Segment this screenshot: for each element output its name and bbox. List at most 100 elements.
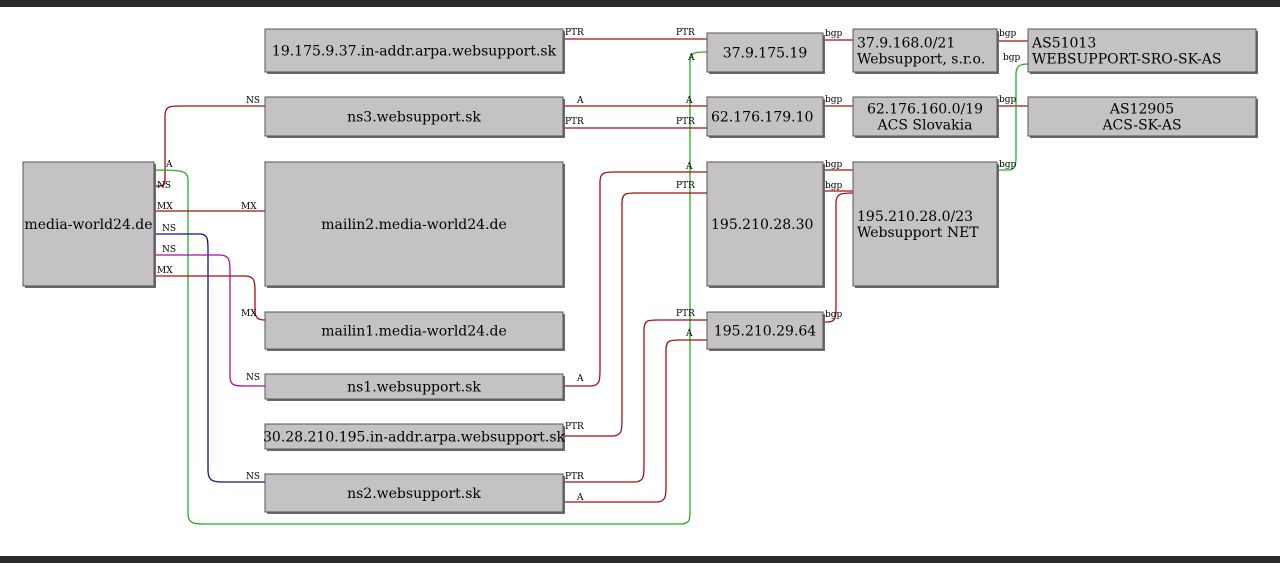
edge-line [823,192,854,323]
node-label: mailin1.media-world24.de [321,324,507,340]
edge-media_world24-ns1-ns [155,254,265,387]
edge-label-a: A [576,374,584,384]
edge-label-ns: NS [246,96,260,106]
node-ns3[interactable]: ns3.websupport.sk [264,96,565,138]
edge-label-a: A [687,53,695,63]
edge-line [563,319,707,483]
node-box [264,161,564,287]
edge-line [563,339,707,503]
node-label: 30.28.210.195.in-addr.arpa.websupport.sk [263,430,566,446]
node-box [1027,28,1257,73]
edge-label-ptr: PTR [676,181,695,191]
node-box [264,311,564,350]
node-label: ns1.websupport.sk [347,380,481,396]
edges-layer [154,38,1029,525]
edge-line [155,275,266,321]
node-box [264,373,564,400]
edge-label-ptr: PTR [565,422,584,432]
node-box [706,311,824,350]
node-label: 37.9.175.19 [723,46,808,62]
edge-line [154,105,265,187]
node-mailin2[interactable]: mailin2.media-world24.de [264,161,565,288]
node-label: 195.210.29.64 [714,324,817,340]
node-label: ACS Slovakia [877,118,973,134]
edge-label-ptr: PTR [565,117,584,127]
node-ip-195-64[interactable]: 195.210.29.64 [706,311,825,351]
edge-label-bgp: bgp [999,29,1017,39]
node-media-world24[interactable]: media-world24.de [22,161,156,288]
edge-label-ptr: PTR [676,117,695,127]
edge-label-bgp: bgp [825,310,843,320]
node-ip-37[interactable]: 37.9.175.19 [706,32,825,74]
edge-label-mx: MX [157,266,173,276]
edge-media_world24-mailin1-mx [155,275,266,321]
node-ptr-30[interactable]: 30.28.210.195.in-addr.arpa.websupport.sk [263,423,566,451]
edge-ip_195_64-net_195-bgp [823,192,854,323]
node-label: Websupport, s.r.o. [857,52,985,68]
edge-label-bgp: bgp [825,95,843,105]
node-label: media-world24.de [24,217,152,233]
node-label: 19.175.9.37.in-addr.arpa.websupport.sk [272,44,557,60]
edge-line [997,63,1029,171]
node-label: AS12905 [1109,102,1174,118]
edge-line [155,254,265,387]
edge-label-bgp: bgp [999,95,1017,105]
node-mailin1[interactable]: mailin1.media-world24.de [264,311,565,351]
edge-label-ptr: PTR [565,28,584,38]
bottom-border [0,556,1280,563]
node-label: 195.210.28.30 [711,217,813,233]
edge-label-ns: NS [157,181,171,191]
edge-ptr_30-ip_195_30-ptr [563,192,707,437]
edge-label-mx: MX [241,202,257,212]
edge-line [563,171,707,387]
node-box [852,28,998,73]
node-ptr-19[interactable]: 19.175.9.37.in-addr.arpa.websupport.sk [264,28,565,74]
edge-media_world24-ns2-ns [155,233,265,483]
top-border [0,0,1280,7]
edge-line [154,51,708,525]
node-label: 62.176.179.10 [711,110,813,126]
edge-label-ns: NS [162,245,176,255]
node-label: 195.210.28.0/23 [857,209,973,225]
edge-label-a: A [685,329,693,339]
edge-label-a: A [576,493,584,503]
edge-label-bgp: bgp [999,160,1017,170]
node-ns2[interactable]: ns2.websupport.sk [264,473,565,514]
edge-label-ptr: PTR [565,472,584,482]
node-label: 37.9.168.0/21 [857,36,955,52]
edge-media_world24-ip_37-a [154,51,708,525]
node-box [1027,96,1257,137]
node-label: Websupport NET [857,225,979,241]
edge-media_world24-ns3-ns [154,105,265,187]
edge-label-bgp: bgp [825,160,843,170]
node-label: 62.176.160.0/19 [867,102,983,118]
edge-label-ns: NS [246,373,260,383]
edge-ns1-ip_195_30-a [563,171,707,387]
edge-net_195-as_51013-bgp [997,63,1029,171]
edge-label-mx: MX [157,202,173,212]
edge-line [563,192,707,437]
edge-label-a: A [165,160,173,170]
node-box [264,473,564,513]
nodes-layer: media-world24.de 19.175.9.37.in-addr.arpa… [22,28,1258,514]
edge-label-ptr: PTR [676,309,695,319]
node-label: WEBSUPPORT-SRO-SK-AS [1032,52,1221,68]
node-label: mailin2.media-world24.de [321,217,507,233]
edge-label-ptr: PTR [676,28,695,38]
node-box [264,423,564,450]
node-label: AS51013 [1031,36,1096,52]
edge-label-a: A [576,96,584,106]
node-ns1[interactable]: ns1.websupport.sk [264,373,565,401]
node-ip-195-30[interactable]: 195.210.28.30 [706,161,825,288]
node-label: ACS-SK-AS [1101,118,1181,134]
node-ip-62[interactable]: 62.176.179.10 [706,96,825,138]
node-box [852,161,998,287]
node-box [706,32,824,73]
